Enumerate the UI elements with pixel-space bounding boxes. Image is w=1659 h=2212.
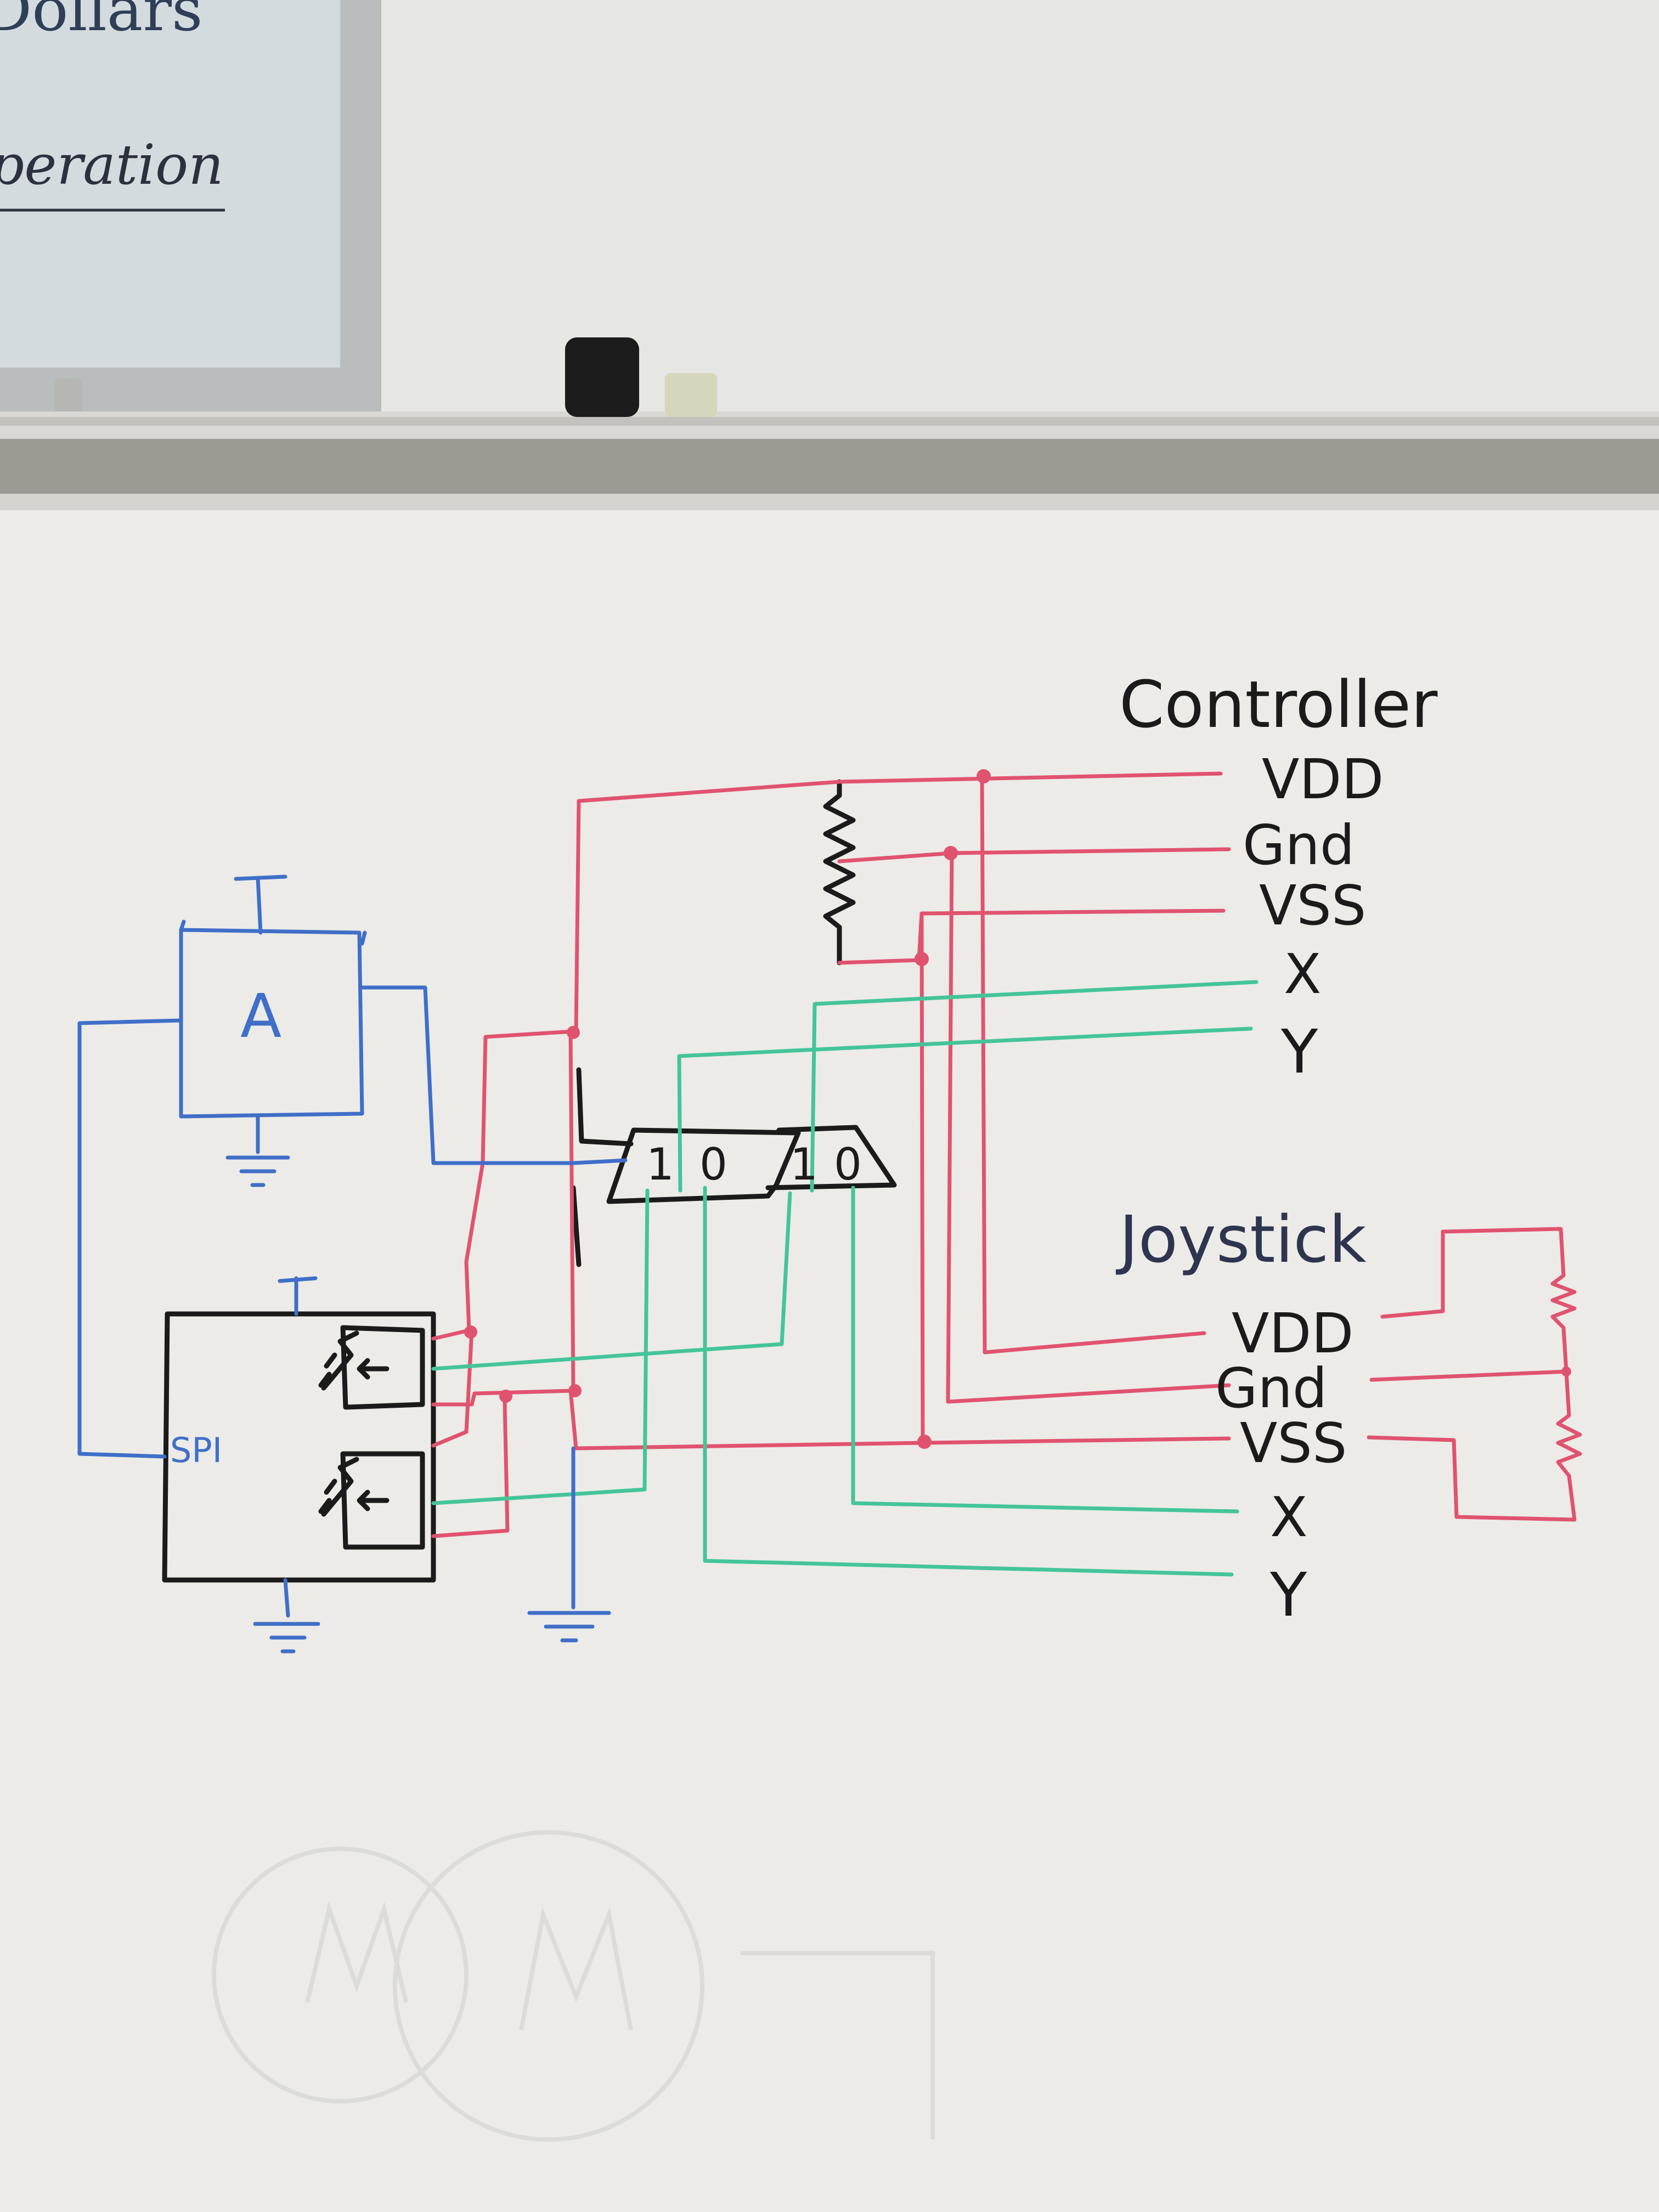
poster-heading-fragment: Dollars — [0, 0, 202, 44]
controller-title: Controller — [1119, 667, 1438, 742]
signal-wires — [431, 980, 1259, 1577]
controller-pin-y: Y — [1280, 1017, 1318, 1087]
whiteboard — [0, 510, 1659, 2212]
controller-pin-gnd: Gnd — [1243, 813, 1355, 877]
power-junctions — [464, 769, 1571, 1449]
chip-a-label: A — [240, 981, 281, 1051]
cube-block — [665, 373, 717, 417]
joystick-pin-gnd: Gnd — [1215, 1356, 1327, 1420]
mux-input-4: 0 — [834, 1139, 862, 1190]
mux-left — [606, 1127, 801, 1204]
controller-pin-x: X — [1284, 942, 1322, 1006]
joystick-pin-vss: VSS — [1240, 1411, 1347, 1475]
joystick-pin-x: X — [1270, 1485, 1308, 1549]
chip-a-box — [179, 928, 364, 1119]
wall-rail — [0, 439, 1659, 499]
chip-spi-label: SPI — [170, 1430, 222, 1470]
mux-input-3: 1 — [790, 1139, 818, 1190]
blue-wires — [77, 874, 628, 1654]
mux-right — [765, 1125, 897, 1190]
framed-poster: Dollars operation — [0, 0, 381, 422]
controller-resistor — [823, 779, 856, 966]
joystick-title: Joystick — [1115, 1201, 1367, 1277]
poster-script-fragment: operation — [0, 133, 224, 197]
eraser-block — [565, 337, 639, 417]
ghost-writing — [212, 1830, 935, 2142]
controller-pin-vss: VSS — [1259, 873, 1366, 938]
power-wires — [431, 771, 1582, 1538]
mux-input-2: 0 — [699, 1139, 727, 1190]
spi-box — [162, 1311, 436, 1583]
joystick-pin-vdd: VDD — [1232, 1301, 1353, 1365]
mux-input-1: 1 — [646, 1139, 674, 1190]
black-ink — [162, 779, 897, 1583]
joystick-pin-y: Y — [1269, 1560, 1307, 1630]
controller-pin-vdd: VDD — [1262, 747, 1384, 811]
